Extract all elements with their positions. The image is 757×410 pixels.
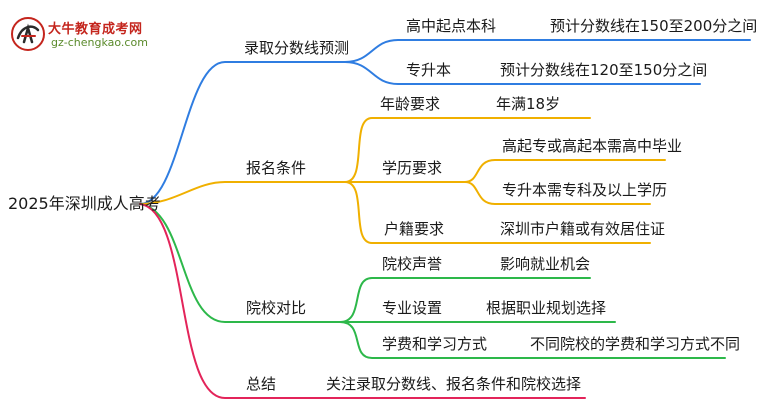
subtopic-age: 年龄要求 [380,95,441,113]
branch-connectors-summary [139,203,586,399]
subtopic-reputation: 院校声誉 [382,255,443,273]
subtopic-residence: 户籍要求 [384,220,445,238]
root-topic: 2025年深圳成人高考 [8,194,161,213]
logo-title: 大牛教育成考网 [48,22,143,37]
subtopic-majors: 专业设置 [382,299,443,317]
leaf-summary: 关注录取分数线、报名条件和院校选择 [326,375,582,393]
leaf-residence: 深圳市户籍或有效居住证 [500,220,666,238]
logo-url: gz-chengkao.com [51,36,148,49]
leaf-score-range-junior: 预计分数线在120至150分之间 [500,61,708,79]
branch-connectors-score-forecast [139,39,751,205]
branch-connectors-requirements [139,117,666,244]
topic-score-forecast: 录取分数线预测 [244,39,350,57]
subtopic-education: 学历要求 [382,159,443,177]
branch-connectors-college-comparison [139,203,726,359]
subtopic-tuition: 学费和学习方式 [382,335,488,353]
subtopic-junior-to-bachelor: 专升本 [406,61,452,79]
leaf-tuition: 不同院校的学费和学习方式不同 [530,335,741,353]
logo-mark-icon [11,17,45,51]
leaf-education-highschool: 高起专或高起本需高中毕业 [502,137,683,155]
topic-summary: 总结 [246,375,277,393]
topic-college-comparison: 院校对比 [246,299,307,317]
leaf-age: 年满18岁 [496,95,561,113]
leaf-education-junior: 专升本需专科及以上学历 [502,181,668,199]
leaf-majors: 根据职业规划选择 [486,299,607,317]
leaf-reputation: 影响就业机会 [500,255,591,273]
subtopic-high-school-to-bachelor: 高中起点本科 [406,17,497,35]
site-logo[interactable]: 大牛教育成考网 gz-chengkao.com [8,14,168,54]
topic-requirements: 报名条件 [246,159,307,177]
leaf-score-range-bachelor: 预计分数线在150至200分之间 [550,17,757,35]
